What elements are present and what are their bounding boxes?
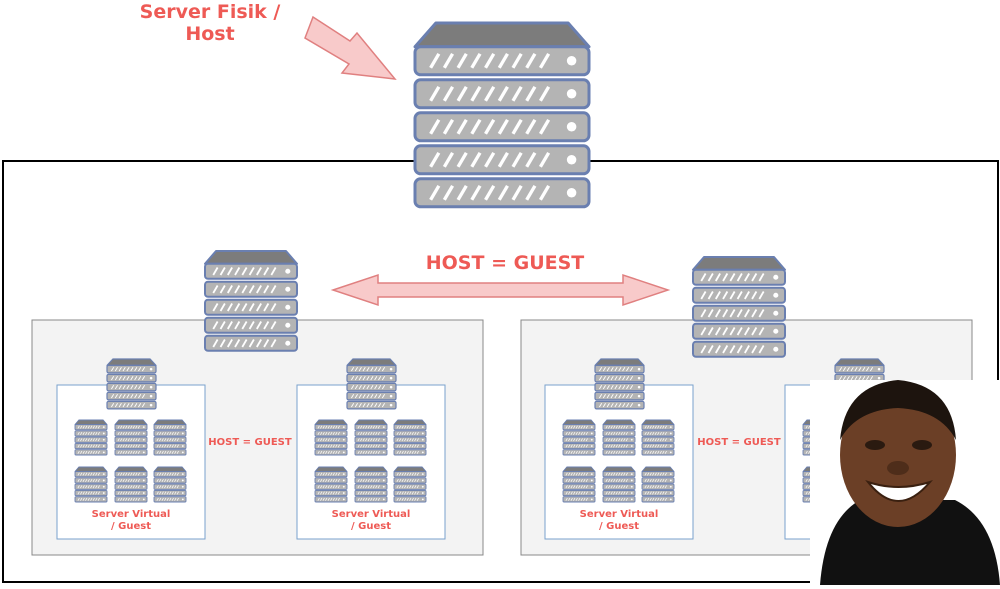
nested-vm-icon-1-3 xyxy=(153,419,187,456)
host-equals-guest-label-left: HOST = GUEST xyxy=(208,437,292,448)
hypervisor-server-icon-left xyxy=(204,250,298,352)
vm-caption-1: Server Virtual / Guest xyxy=(91,509,171,532)
vm-box-2 xyxy=(296,384,446,540)
nested-vm-icon-3-3 xyxy=(641,419,675,456)
pointer-arrow xyxy=(304,15,397,80)
nested-vm-icon-3-6 xyxy=(641,466,675,503)
nested-vm-icon-3-2 xyxy=(602,419,636,456)
nested-vm-icon-2-3 xyxy=(393,419,427,456)
vm-caption-2: Server Virtual / Guest xyxy=(331,509,411,532)
nested-vm-icon-3-1 xyxy=(562,419,596,456)
nested-vm-icon-2-1 xyxy=(314,419,348,456)
vm-box-3 xyxy=(544,384,694,540)
host-equals-guest-label-right: HOST = GUEST xyxy=(697,437,781,448)
nested-vm-icon-1-4 xyxy=(74,466,108,503)
nested-vm-icon-2-2 xyxy=(354,419,388,456)
nested-vm-icon-3-4 xyxy=(562,466,596,503)
vm-caption-3: Server Virtual / Guest xyxy=(579,509,659,532)
nested-vm-icon-1-5 xyxy=(114,466,148,503)
physical-server-label: Server Fisik / Host xyxy=(139,1,281,45)
nested-vm-icon-2-5 xyxy=(354,466,388,503)
guest-host-server-icon-1 xyxy=(106,358,157,410)
laughing-man-photo xyxy=(810,380,1000,585)
guest-host-server-icon-2 xyxy=(346,358,397,410)
nested-vm-icon-1-2 xyxy=(114,419,148,456)
nested-vm-icon-1-1 xyxy=(74,419,108,456)
physical-server-icon xyxy=(413,21,591,209)
nested-vm-icon-1-6 xyxy=(153,466,187,503)
double-arrow xyxy=(330,273,671,307)
hypervisor-server-icon-right xyxy=(692,256,786,358)
guest-host-server-icon-3 xyxy=(594,358,645,410)
nested-vm-icon-2-6 xyxy=(393,466,427,503)
host-equals-guest-label: HOST = GUEST xyxy=(425,252,585,274)
nested-vm-icon-3-5 xyxy=(602,466,636,503)
vm-box-1 xyxy=(56,384,206,540)
nested-vm-icon-2-4 xyxy=(314,466,348,503)
